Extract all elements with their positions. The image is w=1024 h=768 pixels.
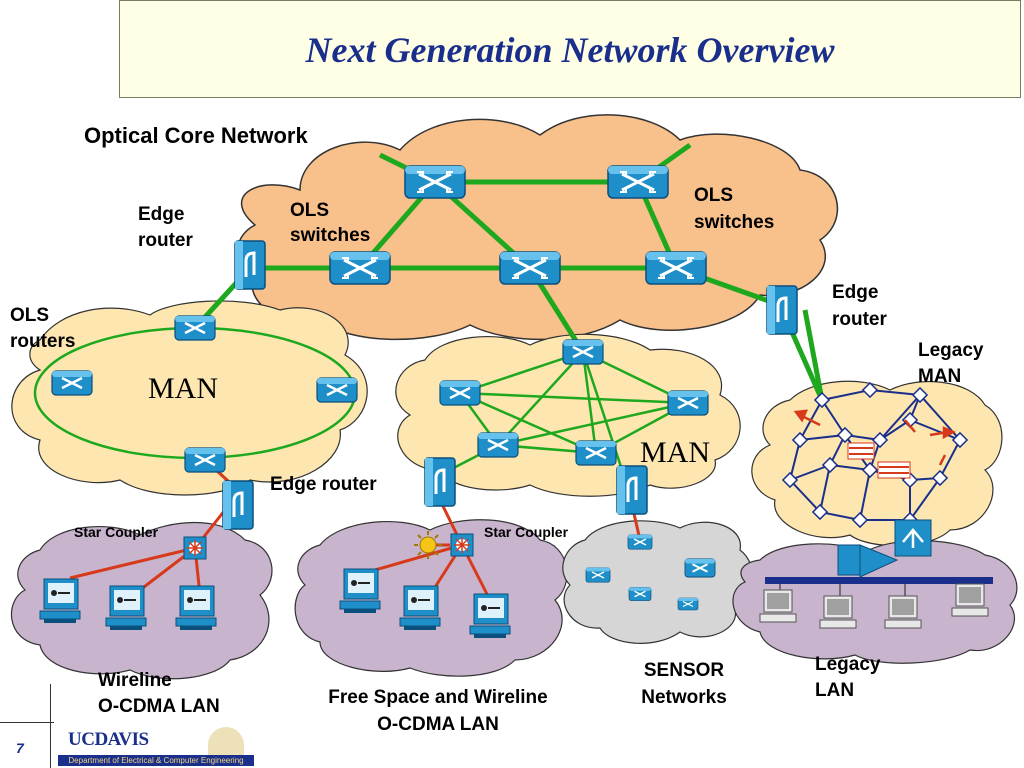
edge-router-right-label-1: Edge xyxy=(832,282,878,303)
ols-switches-left-label-1: OLS xyxy=(290,200,329,221)
ols-switch-icon xyxy=(644,250,708,286)
footer-divider xyxy=(50,684,51,768)
logo-text: UCDAVIS xyxy=(68,729,149,750)
sensor-label-1: SENSOR xyxy=(644,660,725,681)
legacy-man-arrows xyxy=(793,409,956,479)
pc-icon xyxy=(175,585,217,631)
ols-router-icon xyxy=(561,338,605,366)
seal-icon xyxy=(208,727,244,755)
pc-icon xyxy=(105,585,147,631)
legacy-lan-label-2: LAN xyxy=(815,680,854,701)
ols-switch-icon xyxy=(606,164,670,200)
ols-router-icon xyxy=(50,369,94,397)
sensor-cloud xyxy=(562,520,754,644)
legacy-lan-label-1: Legacy xyxy=(815,654,881,675)
edge-router-bottom-label: Edge router xyxy=(270,474,377,495)
department-name: Department of Electrical & Computer Engi… xyxy=(58,755,254,766)
free-space-label-2: O-CDMA LAN xyxy=(377,714,499,735)
edge-router-icon xyxy=(233,239,267,291)
optical-core-label: Optical Core Network xyxy=(84,123,308,148)
wireline-label-2: O-CDMA LAN xyxy=(98,696,220,717)
sensor-label-2: Networks xyxy=(641,687,727,708)
ols-router-icon xyxy=(574,439,618,467)
pc-icon xyxy=(39,578,81,624)
man-center-label: MAN xyxy=(640,436,710,469)
star-coupler-center-label: Star Coupler xyxy=(484,524,569,540)
legacy-man-label-1: Legacy xyxy=(918,340,984,361)
free-space-label-1: Free Space and Wireline xyxy=(328,687,547,708)
legacy-pc-icon xyxy=(819,595,857,629)
legacy-man-cloud xyxy=(751,380,1003,547)
ols-switches-right-label-2: switches xyxy=(694,212,774,233)
footer-divider-horizontal xyxy=(0,722,54,723)
edge-router-icon xyxy=(423,456,457,508)
star-coupler-icon xyxy=(450,533,474,557)
legacy-pc-icon xyxy=(759,589,797,623)
ols-router-icon xyxy=(666,389,710,417)
star-coupler-icon xyxy=(183,536,207,560)
wireline-label-1: Wireline xyxy=(98,670,172,691)
ols-router-icon xyxy=(315,376,359,404)
edge-router-right-label-2: router xyxy=(832,309,888,330)
ols-switch-icon xyxy=(403,164,467,200)
slide-title: Next Generation Network Overview xyxy=(305,30,835,70)
legacy-pc-icon xyxy=(884,595,922,629)
edge-router-left-label-1: Edge xyxy=(138,204,184,225)
ols-routers-label-1: OLS xyxy=(10,305,49,326)
ols-switch-icon xyxy=(498,250,562,286)
edge-router-left-label-2: router xyxy=(138,230,194,251)
legacy-man-label-2: MAN xyxy=(918,366,961,387)
ucdavis-logo: UCDAVIS Department of Electrical & Compu… xyxy=(58,727,254,767)
pc-icon xyxy=(399,585,441,631)
title-box: Next Generation Network Overview xyxy=(119,0,1021,98)
pc-icon xyxy=(339,568,381,614)
legacy-lan-bus xyxy=(765,519,993,604)
legacy-pc-icon xyxy=(951,583,989,617)
star-coupler-left-label: Star Coupler xyxy=(74,524,159,540)
edge-router-icon xyxy=(765,284,799,336)
ols-router-icon xyxy=(183,446,227,474)
ols-switches-right-label-1: OLS xyxy=(694,185,733,206)
edge-router-icon xyxy=(221,479,255,531)
edge-router-icon xyxy=(615,464,649,516)
legacy-lan-cloud xyxy=(732,540,1018,664)
page-number: 7 xyxy=(16,740,24,756)
ols-routers-label-2: routers xyxy=(10,331,75,352)
sun-icon xyxy=(414,531,442,559)
ols-router-icon xyxy=(173,314,217,342)
ols-switch-icon xyxy=(328,250,392,286)
ols-router-icon xyxy=(438,379,482,407)
ols-router-icon xyxy=(476,431,520,459)
man-left-label: MAN xyxy=(148,372,218,405)
pc-icon xyxy=(469,593,511,639)
ols-switches-left-label-2: switches xyxy=(290,225,370,246)
